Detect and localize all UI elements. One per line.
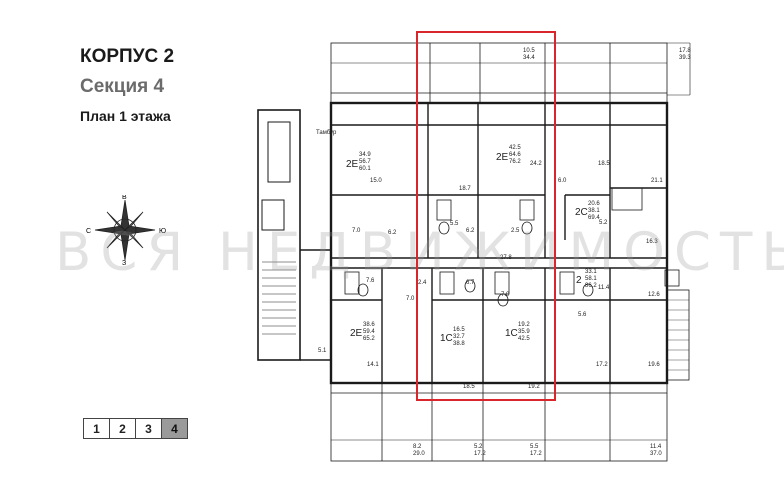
room-area: 6.0 xyxy=(558,178,567,184)
room-area: 5.1 xyxy=(318,348,327,354)
terrace-area: 29.0 xyxy=(413,451,425,457)
section-tab-4[interactable]: 4 xyxy=(162,419,187,438)
apt-1-area-1: 34.9 xyxy=(359,152,371,158)
apt-5-area-3: 65.2 xyxy=(363,336,375,342)
terrace-area: 34.4 xyxy=(523,55,535,61)
tambur-label: Тамбур xyxy=(316,130,337,136)
apt-1-type: 2Е xyxy=(346,159,359,170)
section-tab-3[interactable]: 3 xyxy=(136,419,162,438)
room-area: 6.2 xyxy=(388,230,397,236)
room-area: 12.6 xyxy=(648,292,660,298)
section-tab-1[interactable]: 1 xyxy=(84,419,110,438)
apt-3-area-2: 38.1 xyxy=(588,208,600,214)
terrace-area: 37.0 xyxy=(650,451,662,457)
room-area: 24.2 xyxy=(530,161,542,167)
apt-7-area-1: 19.2 xyxy=(518,322,530,328)
room-area: 21.1 xyxy=(651,178,663,184)
terrace-area: 8.2 xyxy=(413,444,422,450)
terrace-area: 17.2 xyxy=(474,451,486,457)
terrace-area: 17.8 xyxy=(679,48,691,54)
room-area: 14.1 xyxy=(367,362,379,368)
compass-e-label: Ю xyxy=(159,228,166,235)
room-area: 7.6 xyxy=(366,278,375,284)
room-area: 5.5 xyxy=(450,221,459,227)
room-area: 27.8 xyxy=(500,255,512,261)
apt-7-type: 1С xyxy=(505,328,518,339)
terrace-area: 5.5 xyxy=(530,444,539,450)
building-outline xyxy=(329,101,669,385)
apt-5-area-2: 59.4 xyxy=(363,329,375,335)
room-area: 18.5 xyxy=(598,161,610,167)
terrace-area: 11.4 xyxy=(650,444,662,450)
apt-2-type: 2Е xyxy=(496,152,509,163)
room-area: 2.5 xyxy=(511,228,520,234)
apt-2-area-1: 42.5 xyxy=(509,145,521,151)
terrace-area: 17.2 xyxy=(530,451,542,457)
room-area: 7.0 xyxy=(406,296,415,302)
room-area: 2.4 xyxy=(418,280,427,286)
room-area: 6.7 xyxy=(466,280,475,286)
staircase-outline xyxy=(257,109,301,361)
room-area: 15.0 xyxy=(370,178,382,184)
apt-7-area-2: 35.9 xyxy=(518,329,530,335)
room-area: 19.6 xyxy=(648,362,660,368)
apt-1-area-3: 60.1 xyxy=(359,166,371,172)
apt-6-area-1: 16.5 xyxy=(453,327,465,333)
apt-3-type: 2С xyxy=(575,207,588,218)
apt-2-area-3: 76.2 xyxy=(509,159,521,165)
floor-plan-label: План 1 этажа xyxy=(80,108,171,124)
building-title: КОРПУС 2 xyxy=(80,46,175,67)
room-area: 5.2 xyxy=(599,220,608,226)
compass-w-label: С xyxy=(86,228,91,235)
section-title: Секция 4 xyxy=(80,76,165,97)
terrace-area: 5.2 xyxy=(474,444,483,450)
apt-5-type: 2Е xyxy=(350,328,363,339)
watermark-text: ВСЯ НЕДВИЖИМОСТЬ xyxy=(55,222,784,283)
section-tab-2[interactable]: 2 xyxy=(110,419,136,438)
room-area: 18.5 xyxy=(463,384,475,390)
compass-rose-icon: В С Ю З xyxy=(86,195,166,265)
room-area: 19.2 xyxy=(528,384,540,390)
apt-2-area-2: 64.6 xyxy=(509,152,521,158)
apt-7-area-3: 42.5 xyxy=(518,336,530,342)
selected-apartment-highlight[interactable] xyxy=(416,31,556,401)
compass-s-label: З xyxy=(122,260,126,265)
apt-4-area-2: 58.1 xyxy=(585,276,597,282)
room-area: 7.0 xyxy=(501,292,510,298)
room-area: 16.3 xyxy=(646,239,658,245)
apt-6-type: 1С xyxy=(440,333,453,344)
room-area: 18.7 xyxy=(459,186,471,192)
room-area: 7.0 xyxy=(352,228,361,234)
apt-3-area-1: 20.6 xyxy=(588,201,600,207)
apt-5-area-1: 38.6 xyxy=(363,322,375,328)
terrace-area: 10.5 xyxy=(523,48,535,54)
compass-n-label: В xyxy=(122,195,127,201)
apt-6-area-2: 32.7 xyxy=(453,334,465,340)
apt-1-area-2: 56.7 xyxy=(359,159,371,165)
apt-4-type: 2 xyxy=(576,275,582,286)
terrace-area: 39.3 xyxy=(679,55,691,61)
apt-4-area-1: 33.1 xyxy=(585,269,597,275)
room-area: 5.6 xyxy=(578,312,587,318)
apt-4-area-3: 86.2 xyxy=(585,283,597,289)
apt-6-area-3: 38.8 xyxy=(453,341,465,347)
apt-3-area-3: 69.4 xyxy=(588,215,600,221)
section-tabs: 1 2 3 4 xyxy=(83,418,188,439)
room-area: 17.2 xyxy=(596,362,608,368)
room-area: 6.2 xyxy=(466,228,475,234)
room-area: 11.4 xyxy=(598,285,610,291)
